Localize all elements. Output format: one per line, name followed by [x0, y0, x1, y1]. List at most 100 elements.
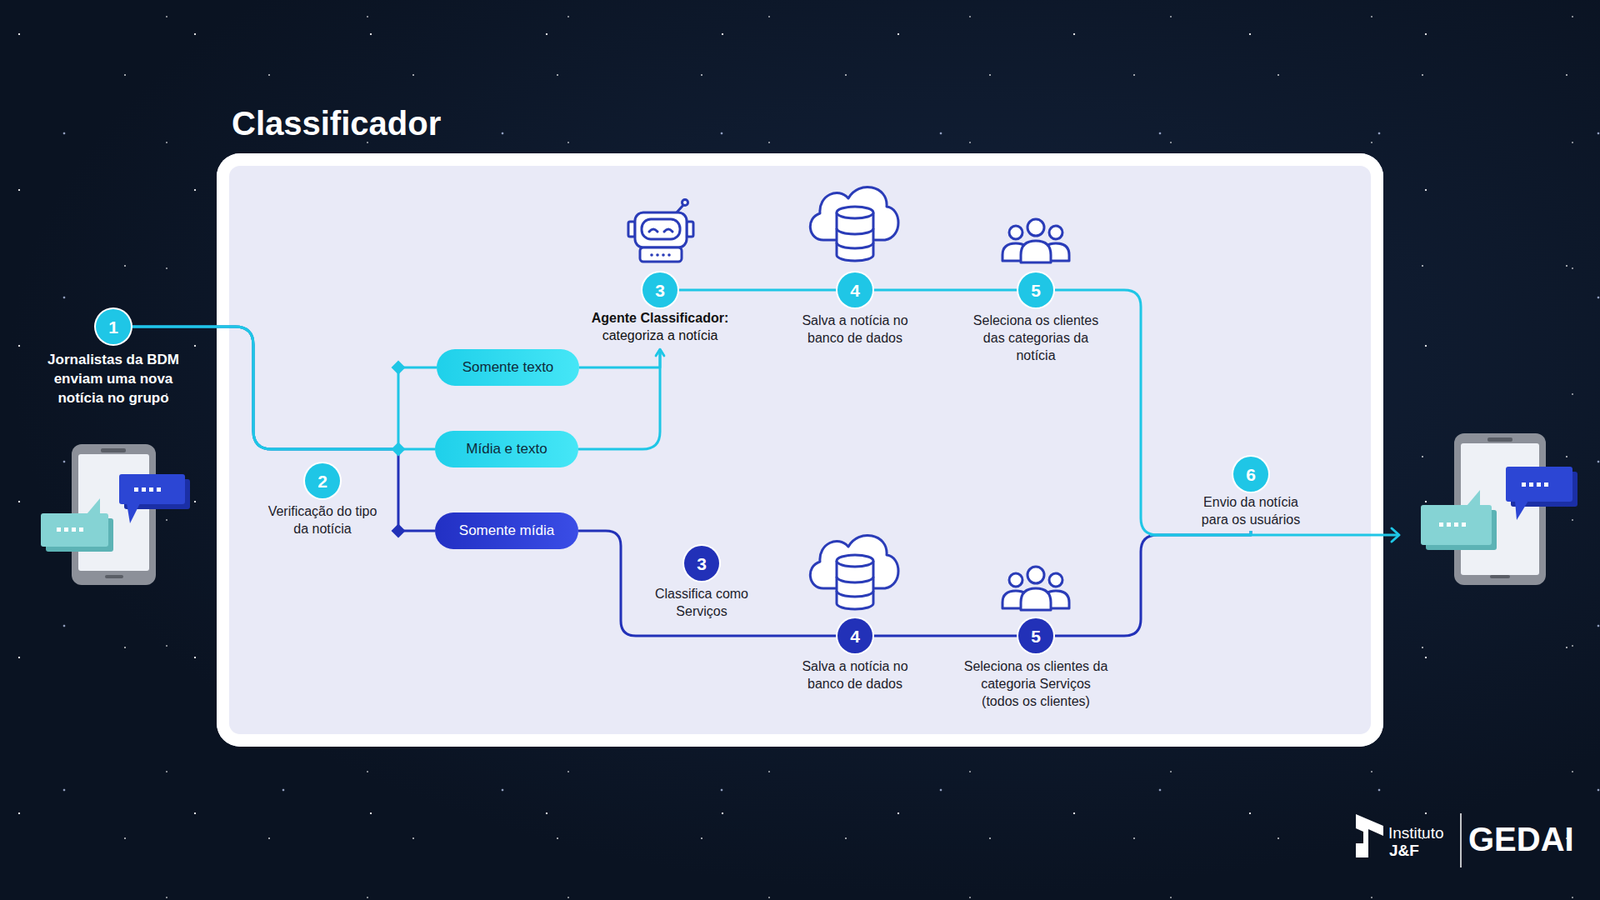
step-text: Envio da notícia para os usuários [1188, 493, 1314, 529]
step-node: 4Salva a notícia no banco de dados [837, 618, 873, 654]
type-option-pill: Somente mídia [435, 512, 579, 550]
chat-bubble [119, 474, 185, 505]
flow-connector [578, 530, 838, 636]
step-node: 3Agente Classificador:categoriza a notíc… [642, 272, 678, 350]
step-node: 6Envio da notícia para os usuários [1233, 456, 1269, 531]
flow-connector [578, 349, 660, 450]
step-text: Seleciona os clientes da categoria Servi… [962, 657, 1110, 710]
step-caption: Verificação do tipo da notícia [264, 502, 381, 538]
person-head [1027, 219, 1045, 236]
database-top [836, 555, 874, 567]
step-caption: Jornalistas da BDM enviam uma nova notíc… [34, 350, 193, 408]
step-circle: 6 [1233, 456, 1269, 492]
phone-notch [100, 448, 126, 453]
database-top [836, 206, 874, 219]
person-head [1049, 225, 1063, 240]
database-band [836, 576, 874, 583]
step-number: 4 [850, 281, 860, 300]
dot [1536, 482, 1541, 487]
step-node: 4Salva a notícia no banco de dados [837, 272, 873, 308]
bubble-tail [1515, 500, 1529, 520]
bubble-tail [126, 503, 140, 524]
database-band [836, 228, 874, 235]
person-body [1042, 243, 1070, 261]
bubble-dots [1521, 482, 1549, 487]
step-caption: Classifica como Serviços [643, 585, 760, 620]
step-circle: 3 [684, 545, 720, 581]
bubble-dots [1439, 522, 1466, 527]
cloud-shape [810, 535, 899, 589]
dot [1454, 522, 1459, 527]
bubble-shadow [45, 518, 114, 552]
robot-head [635, 212, 687, 248]
step-node: 5Seleciona os clientes das categorias da… [1018, 272, 1054, 308]
right-phone [1420, 433, 1578, 585]
bubble-tail [86, 498, 100, 515]
robot-ear [686, 221, 694, 237]
panel-title: Classificador [231, 103, 441, 144]
junction-diamond [391, 360, 406, 375]
step-number: 3 [696, 555, 707, 573]
phone-notch [1487, 437, 1513, 442]
people-icon [1002, 566, 1070, 610]
step-caption: Agente Classificador:categoriza a notíci… [580, 307, 740, 350]
step-text: Classifica como Serviços [643, 585, 760, 620]
person-body [1042, 590, 1070, 609]
phone-body [71, 444, 156, 585]
chat-bubble [1505, 466, 1573, 502]
dot [1461, 522, 1466, 527]
robot-ear [628, 221, 635, 237]
person-body [1002, 590, 1030, 609]
dot [134, 487, 139, 492]
robot-antenna-tip [682, 200, 689, 206]
step-node: 5Seleciona os clientes da categoria Serv… [1018, 618, 1054, 654]
phone-body [1454, 433, 1546, 585]
dot [71, 527, 76, 532]
step-text: Agente Classificador: [580, 309, 740, 327]
bubble-dots [56, 527, 84, 532]
type-option-pill: Mídia e texto [435, 430, 579, 468]
step-caption: Seleciona os clientes da categoria Servi… [962, 657, 1110, 710]
step-number: 6 [1245, 465, 1256, 484]
bubble-shadow [1510, 471, 1578, 507]
flow-connector [677, 289, 838, 292]
robot-eye [664, 229, 673, 232]
person-head [1049, 573, 1063, 587]
connector-group [130, 290, 1251, 535]
step-text: categoriza a notícia [580, 326, 740, 345]
step-number: 3 [655, 281, 665, 300]
step-text: Seleciona os clientes das categorias da … [964, 311, 1108, 365]
bubble-tail [1466, 490, 1480, 506]
step-circle: 2 [305, 463, 340, 499]
robot-body [640, 247, 682, 262]
flow-connector [130, 326, 437, 450]
dot [64, 527, 69, 532]
step-number: 5 [1030, 281, 1041, 300]
flow-connector [872, 635, 1019, 638]
step-number: 1 [108, 318, 119, 336]
step-node: 2Verificação do tipo da notícia [305, 463, 340, 499]
logo-separator [1460, 813, 1462, 868]
step-caption: Seleciona os clientes das categorias da … [964, 311, 1108, 365]
phone-bar [1490, 575, 1510, 579]
bubble-shadow [1425, 510, 1497, 550]
step-number: 5 [1030, 627, 1041, 645]
logo-text: Instituto [1388, 824, 1445, 843]
dot [650, 253, 654, 257]
left-phone [40, 444, 190, 585]
step-node: 1Jornalistas da BDM enviam uma nova notí… [95, 309, 131, 345]
robot-eye [649, 229, 658, 232]
output-line [1150, 534, 1399, 537]
flow-connector [872, 289, 1019, 292]
dot [655, 253, 660, 257]
person-head [1027, 566, 1045, 584]
step-circle: 3 [642, 272, 678, 308]
step-circle: 5 [1018, 272, 1054, 308]
flow-connector [1053, 530, 1251, 636]
step-number: 2 [317, 472, 328, 490]
person-head [1009, 573, 1023, 587]
database-body [836, 560, 874, 610]
person-head [1009, 225, 1023, 240]
flow-connector [130, 326, 435, 450]
